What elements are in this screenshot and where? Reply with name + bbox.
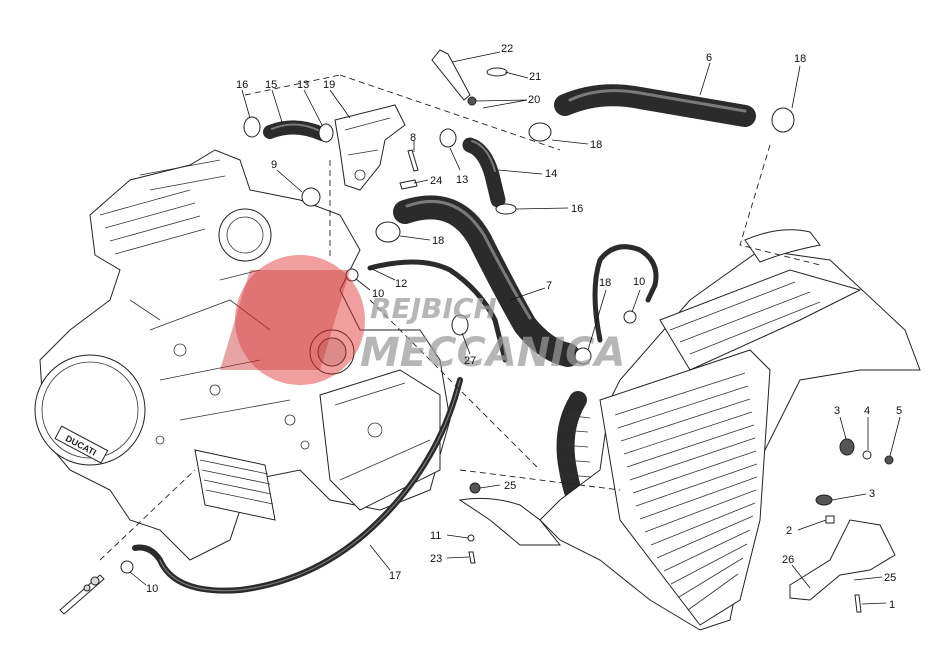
callout-label: 13 [297, 79, 309, 91]
callout-label: 18 [599, 277, 611, 289]
callout-label: 19 [323, 79, 335, 91]
callout-label: 4 [864, 405, 870, 417]
callout-label: 18 [794, 53, 806, 65]
callout-label: 11 [430, 530, 441, 542]
thermostat-housing [334, 104, 406, 191]
watermark-line2: MECCANICA [360, 330, 625, 376]
callout-label: 15 [265, 79, 277, 91]
radiator-fins [614, 372, 758, 611]
watermark-shape [220, 270, 350, 370]
temperature-sensor [431, 49, 508, 106]
callout-label: 16 [571, 203, 583, 215]
assembly-lines [99, 74, 821, 561]
callout-label: 14 [545, 168, 557, 180]
watermark: REJBICH MECCANICA [220, 255, 625, 385]
callout-label: 7 [546, 280, 552, 292]
callout-label: 13 [456, 174, 468, 186]
callout-label: 22 [501, 43, 513, 55]
callout-label: 18 [432, 235, 444, 247]
hoses [132, 84, 756, 594]
callout-label: 21 [529, 71, 541, 83]
engine-block: DUCATI [34, 149, 451, 561]
callout-label: 24 [430, 175, 442, 187]
callouts: 22 21 20 6 18 16 15 13 19 18 8 9 [129, 43, 902, 611]
watermark-line1: REJBICH [370, 292, 497, 325]
callout-label: 9 [271, 159, 277, 171]
callout-label: 12 [395, 278, 407, 290]
callout-label: 18 [590, 139, 602, 151]
callout-label: 16 [236, 79, 248, 91]
callout-label: 25 [884, 572, 896, 584]
callout-label: 10 [633, 276, 645, 288]
callout-label: 3 [834, 405, 840, 417]
callout-label: 23 [430, 553, 442, 565]
callout-label: 26 [782, 554, 794, 566]
callout-label: 25 [504, 480, 516, 492]
callout-label: 27 [464, 355, 476, 367]
callout-label: 2 [786, 525, 792, 537]
radiator [458, 229, 921, 631]
callout-label: 10 [372, 288, 384, 300]
watermark-disc [235, 255, 365, 385]
callout-label: 17 [389, 570, 401, 582]
callout-label: 1 [889, 599, 895, 611]
callout-label: 6 [706, 52, 712, 64]
bolts [59, 149, 419, 615]
callout-label: 3 [869, 488, 875, 500]
callout-label: 20 [528, 94, 540, 106]
callout-label: 5 [896, 405, 902, 417]
callout-label: 8 [410, 132, 416, 144]
hose-clamps [120, 107, 795, 574]
callout-label: 10 [146, 583, 158, 595]
